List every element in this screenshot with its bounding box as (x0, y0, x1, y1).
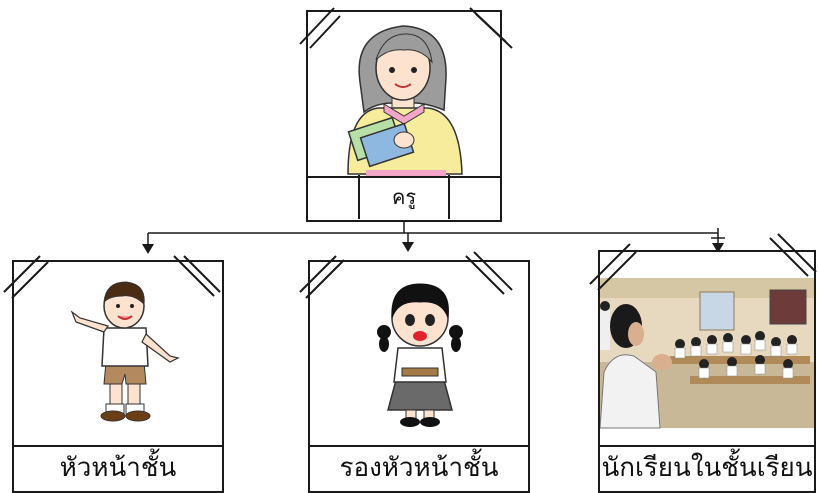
deputy-leader-card: รองหัวหน้าชั้น (308, 260, 530, 493)
deputy-leader-label: รองหัวหน้าชั้น (339, 452, 499, 483)
teacher-picture (308, 12, 500, 178)
deputy-leader-picture (310, 262, 528, 447)
classroom-photo-icon (600, 278, 814, 429)
arrow-down-icon (142, 244, 154, 254)
class-leader-label: หัวหน้าชั้น (59, 452, 177, 483)
students-label-row: นักเรียนในชั้นเรียน (600, 443, 814, 491)
class-leader-label-row: หัวหน้าชั้น (14, 443, 222, 491)
teacher-name-box: ครู (358, 175, 450, 219)
arrow-down-icon (402, 242, 414, 252)
deputy-leader-label-row: รองหัวหน้าชั้น (310, 443, 528, 491)
teacher-label: ครู (391, 185, 417, 209)
arrow-down-icon (712, 243, 724, 253)
teacher-illustration-icon (347, 25, 463, 176)
class-leader-card: หัวหน้าชั้น (12, 260, 224, 493)
students-label: นักเรียนในชั้นเรียน (601, 452, 813, 483)
teacher-label-row: ครู (308, 174, 500, 220)
class-leader-picture (14, 262, 222, 447)
tape-decoration-icon (3, 7, 817, 299)
teacher-card: ครู (306, 10, 502, 222)
girl-student-illustration-icon (377, 283, 463, 427)
students-card: นักเรียนในชั้นเรียน (598, 250, 816, 493)
students-picture (600, 252, 814, 447)
boy-pointing-illustration-icon (70, 281, 180, 422)
